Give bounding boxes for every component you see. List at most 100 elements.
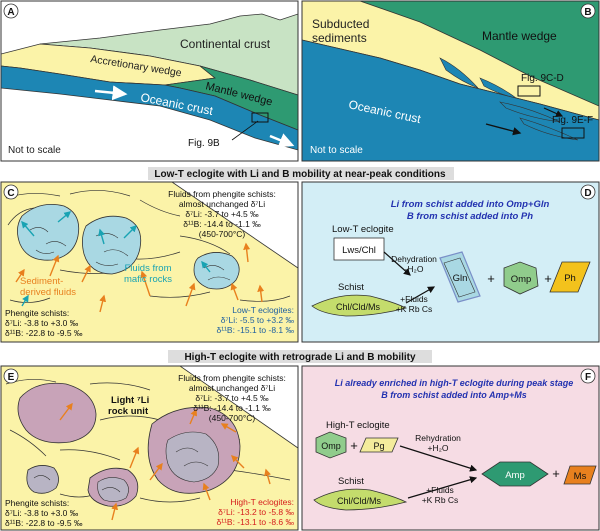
schist-title: Phengite schists:	[5, 498, 69, 508]
fluids-title-2: almost unchanged δ⁷Li	[179, 199, 265, 209]
fig-9b-label: Fig. 9B	[188, 138, 220, 149]
plus-elements-label: +K Rb Cs	[396, 304, 433, 314]
fluids-li-range: δ⁷Li: -3.7 to +4.5 ‰	[185, 209, 259, 219]
fluid-addition-arrow	[405, 286, 436, 304]
contact-line	[171, 182, 298, 269]
amp-label: Amp	[505, 470, 525, 481]
fluids-title-1: Fluids from phengite schists:	[168, 189, 276, 199]
block-texture	[33, 447, 209, 493]
schist-li-range: δ⁷Li: -3.8 to +3.0 ‰	[5, 318, 79, 328]
mantle-wedge-label: Mantle wedge	[482, 29, 557, 43]
panel-e-letter: E	[8, 372, 15, 383]
oceanic-crust-region	[1, 65, 298, 151]
lws-chl-box	[333, 237, 385, 261]
sediment-fluids-label-1: Sediment-	[20, 276, 63, 287]
light-li-rock-unit	[17, 382, 97, 444]
high-t-block	[26, 465, 59, 494]
panel-e: Light ⁷Li rock unit Fluids from phengite…	[1, 366, 298, 530]
eclogite-li-range: δ⁷Li: -5.5 to +3.2 ‰	[221, 315, 295, 325]
eclogite-title: High-T eclogites:	[230, 497, 294, 507]
retrograde-fluid-arrows	[59, 402, 271, 521]
schist-minerals-label: Chl/Cld/Ms	[337, 496, 382, 506]
ms-label: Ms	[574, 471, 587, 482]
panel-b-letter: B	[584, 7, 591, 18]
eclogite-b-range: δ¹¹B: -15.1 to -8.1 ‰	[217, 325, 295, 335]
fluids-b-range: δ¹¹B: -14.4 to -1.1 ‰	[193, 403, 271, 413]
title-high-t: High-T eclogite with retrograde Li and B…	[184, 352, 416, 363]
plus-fluids-label: +Fluids	[426, 485, 454, 495]
panel-a-frame	[0, 0, 299, 162]
not-to-scale-label: Not to scale	[8, 145, 61, 156]
fluids-temperature: (450-700°C)	[209, 413, 256, 423]
schist-title: Phengite schists:	[5, 308, 69, 318]
fluid-addition-arrow	[407, 476, 478, 499]
dehydration-arrow	[383, 251, 411, 276]
panel-f-headline-1: Li already enriched in high-T eclogite d…	[335, 378, 574, 388]
title-low-t: Low-T eclogite with Li and B mobility at…	[154, 169, 446, 180]
minus-h2o-label: -H₂O	[405, 264, 424, 274]
amp-mineral	[481, 461, 549, 487]
schist-b-range: δ¹¹B: -22.8 to -9.5 ‰	[5, 518, 83, 528]
schist-li-range: δ⁷Li: -3.8 to +3.0 ‰	[5, 508, 79, 518]
title-high-t-highlight	[168, 350, 432, 363]
pg-mineral	[359, 437, 399, 453]
panel-c-frame	[0, 181, 299, 343]
dehydration-label: Dehydration	[391, 254, 437, 264]
slab-sliver	[479, 77, 517, 99]
omp-mineral	[503, 261, 539, 295]
mafic-block	[82, 215, 142, 275]
mafic-fluids-label-1: Fluids from	[125, 263, 172, 274]
panel-e-frame	[0, 365, 299, 531]
fluids-b-range: δ¹¹B: -14.4 to -1.1 ‰	[183, 219, 261, 229]
schist-lens	[313, 488, 408, 511]
fig-9c-d-label: Fig. 9C-D	[521, 73, 564, 84]
schist-minerals-label: Chl/Cld/Ms	[336, 302, 381, 312]
schist-label: Schist	[338, 476, 364, 487]
slab-sliver	[439, 57, 479, 89]
schist-lens	[311, 294, 408, 317]
plus-fluids-label: +Fluids	[400, 294, 428, 304]
panel-a-letter: A	[7, 7, 14, 18]
fig-9c-d-box	[517, 85, 541, 97]
fig-9b-box	[251, 112, 269, 123]
subducted-sediments-label-2: sediments	[312, 31, 367, 45]
fluids-li-range: δ⁷Li: -3.7 to +4.5 ‰	[195, 393, 269, 403]
mafic-fluid-arrows	[21, 211, 211, 307]
oceanic-crust-region	[302, 39, 599, 161]
plus-sign-1: +	[487, 271, 495, 286]
ms-mineral	[563, 465, 597, 485]
slab-motion-arrow	[269, 133, 295, 148]
panel-a-badge	[3, 3, 19, 19]
plus-sign-1: +	[350, 438, 358, 453]
panel-f: Li already enriched in high-T eclogite d…	[301, 365, 600, 531]
plus-sign-2: +	[544, 271, 552, 286]
fluids-temperature: (450-700°C)	[199, 229, 246, 239]
gln-label: Gln	[453, 273, 468, 284]
fig-9b-leader	[231, 120, 259, 141]
schist-b-range: δ¹¹B: -22.8 to -9.5 ‰	[5, 328, 83, 338]
gln-core	[443, 257, 476, 298]
not-to-scale-label: Not to scale	[310, 145, 363, 156]
title-low-t-highlight	[148, 167, 454, 180]
high-t-block-core	[97, 477, 129, 502]
ph-label: Ph	[564, 273, 576, 284]
eclogite-li-range: δ⁷Li: -13.2 to -5.8 ‰	[218, 507, 294, 517]
panel-b: Subducted sediments Mantle wedge Oceanic…	[302, 1, 599, 161]
panel-d-headline-2: B from schist added into Ph	[407, 211, 533, 222]
eclogite-title: Low-T eclogites:	[232, 305, 294, 315]
continental-crust-label: Continental crust	[180, 37, 271, 51]
eclogite-b-range: δ¹¹B: -13.1 to -8.6 ‰	[217, 517, 295, 527]
plus-h2o-label: +H₂O	[427, 443, 448, 453]
panel-f-badge	[580, 368, 596, 384]
exhumation-arrow	[543, 107, 564, 117]
panel-f-headline-2: B from schist added into Amp+Ms	[381, 390, 526, 400]
panel-d: Li from schist added into Omp+Gln B from…	[301, 181, 600, 343]
panel-f-letter: F	[585, 372, 591, 383]
fluids-title-1: Fluids from phengite schists:	[178, 373, 286, 383]
slab-sliver	[519, 117, 579, 141]
fig-9e-f-label: Fig. 9E-F	[552, 115, 593, 126]
fluids-title-2: almost unchanged δ⁷Li	[189, 383, 275, 393]
omp-label: Omp	[321, 441, 341, 451]
schist-label: Schist	[338, 282, 364, 293]
